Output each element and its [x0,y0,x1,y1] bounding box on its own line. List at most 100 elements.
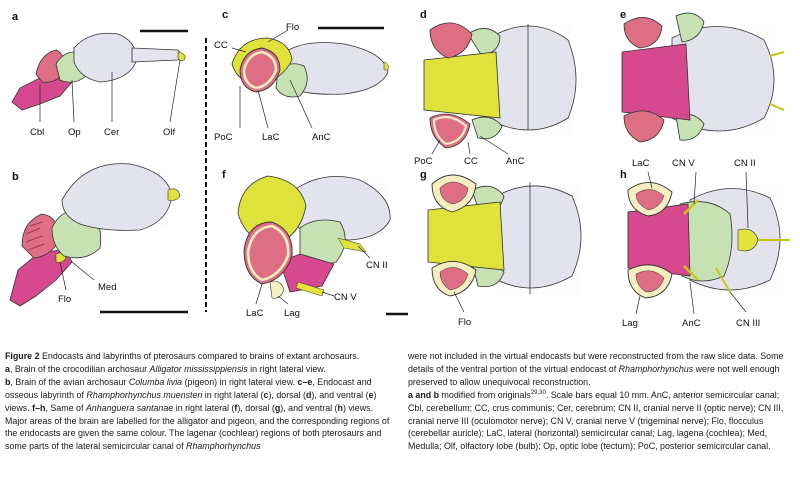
caption-ab-text: modified from originals [439,389,531,400]
cn5-h-bot [683,265,699,281]
panel-g-anhanguera-dorsal: g Flo [420,169,582,328]
label-anc-c: AnC [312,132,331,143]
caption-fh-text-5: ) views. Major areas of the brain are la… [5,402,390,452]
optic-h [679,201,733,282]
panel-b-letter: b [12,171,19,183]
labyrinth-top-inner-g [439,181,469,205]
caption-refs: 29,30 [530,389,546,396]
figure-caption-left-column: Figure 2 Endocasts and labyrinths of pte… [5,350,393,453]
caption-ce-text-5: ) views. [5,389,377,413]
caption-b-text-2: (pigeon) in right lateral view. [182,376,298,387]
caption-letter-f: f [234,402,238,413]
labyrinth-top-inner-h [635,189,665,211]
caption-a-species: Alligator mississippiensis [149,363,248,374]
label-cn2-h: CN II [734,158,756,169]
caption-b-text: , Brain of the avian archosaur [10,376,129,387]
panel-a-letter: a [12,11,19,23]
olfactory-tract-a [131,47,183,63]
label-poc-d: PoC [414,156,433,167]
caption-letter-h: h [337,402,343,413]
caption-fh-species: Anhanguera santanae [85,402,174,413]
label-op: Op [68,127,81,138]
caption-title: Endocasts and labyrinths of pterosaurs c… [42,351,360,361]
label-anc-h: AnC [682,318,701,329]
figure-2-illustration: a Cbl Op Cer Olf b Flo Med [9,9,790,329]
figure-caption-right-column: were not included in the virtual endocas… [408,350,796,453]
panel-g-letter: g [420,169,427,181]
caption-b-species: Columba livia [128,376,183,387]
cerebellar-d [423,51,501,119]
cn5-f [295,281,325,297]
panel-a-alligator-brain: a Cbl Op Cer Olf [11,11,188,138]
canal-ring-c [242,50,278,90]
labyrinth-bot-e [623,110,665,143]
label-cc-c: CC [214,40,228,51]
cerebrum-b-stipple [80,170,168,226]
panel-c-letter: c [222,9,228,21]
panel-f-letter: f [222,169,226,181]
label-cn5-h: CN V [672,158,695,169]
label-lac-f: LaC [246,308,264,319]
caption-ce-species: Rhamphorhynchus muensteri [86,389,203,400]
olfactory-c [383,61,389,71]
caption-and: and [412,389,434,400]
caption-letter-b: b [5,376,11,387]
caption-letter-g: g [274,402,281,413]
caption-letters-fh: f–h [32,402,46,413]
panel-h-anhanguera-ventral: h LaC CN V CN II Lag AnC CN III [620,158,790,329]
label-lac-h: LaC [632,158,650,169]
label-cer: Cer [104,127,119,138]
caption-letter-e: e [368,389,374,400]
medulla-h [627,203,691,277]
caption-figure-label: Figure 2 [5,351,40,361]
labyrinth-bot-inner-g [439,267,469,291]
caption-ab-letter-b: b [433,389,440,400]
label-flo-c: Flo [286,22,299,33]
nerve-e1 [769,51,785,57]
caption-letters-ce: c–e [297,376,313,387]
nerve-e2 [769,103,785,111]
labyrinth-top-d [429,22,473,59]
panel-c-rhamphorhynchus-lateral: c CC Flo PoC LaC AnC [214,9,389,143]
caption-ce-text: , Endocast and osseous labyrinth of [5,376,372,400]
cn2-f [337,237,367,253]
caption-letter-d: d [305,389,312,400]
cerebrum-c-stipple [292,48,382,92]
caption-ab-letter-a: a [408,389,413,400]
label-lag-f: Lag [284,308,300,319]
cerebrum-d-stipple [490,24,572,134]
label-med: Med [98,282,116,293]
labyrinth-bot-inner-h [635,270,665,293]
caption-ce-text-4: ), and ventral ( [311,389,369,400]
caption-abbreviations: . Scale bars equal 10 mm. AnC, anterior … [408,389,784,452]
medulla-e [621,43,691,121]
caption-fh-text-2: in right lateral ( [173,402,235,413]
cerebellar-folia-b [25,221,45,251]
panel-e-rhamphorhynchus-ventral: e [620,9,785,143]
caption-letter-a: a [5,363,10,374]
label-anc-d: AnC [506,156,525,167]
panel-h-letter: h [620,169,627,181]
label-olf: Olf [163,127,176,138]
label-flo-g: Flo [458,317,471,328]
labyrinth-top-e [623,17,663,49]
caption-fh-text-3: ), dorsal ( [237,402,275,413]
cn5-h-top [683,199,699,215]
cn3-h [715,267,731,293]
label-cn2-f: CN II [366,260,388,271]
panel-b-pigeon-brain: b Flo Med [9,163,188,314]
panel-d-letter: d [420,9,427,21]
caption-a-text: , Brain of the crocodilian archosaur [9,363,150,374]
caption-genus: Rhamphorhynchus [186,441,261,452]
olfactory-bulb-a [177,51,186,61]
panel-e-letter: e [620,9,626,21]
cerebrum-a-stipple [80,38,130,78]
label-cbl: Cbl [30,127,44,138]
cerebrum-g-stipple [494,184,580,294]
canals-bot-d [432,115,468,146]
caption-right-lead: were not included in the virtual endocas… [408,351,784,374]
caption-letter-c: c [263,389,269,400]
optic-top-e [675,12,705,43]
label-lac-c: LaC [262,132,280,143]
label-cn5-f: CN V [334,292,357,303]
